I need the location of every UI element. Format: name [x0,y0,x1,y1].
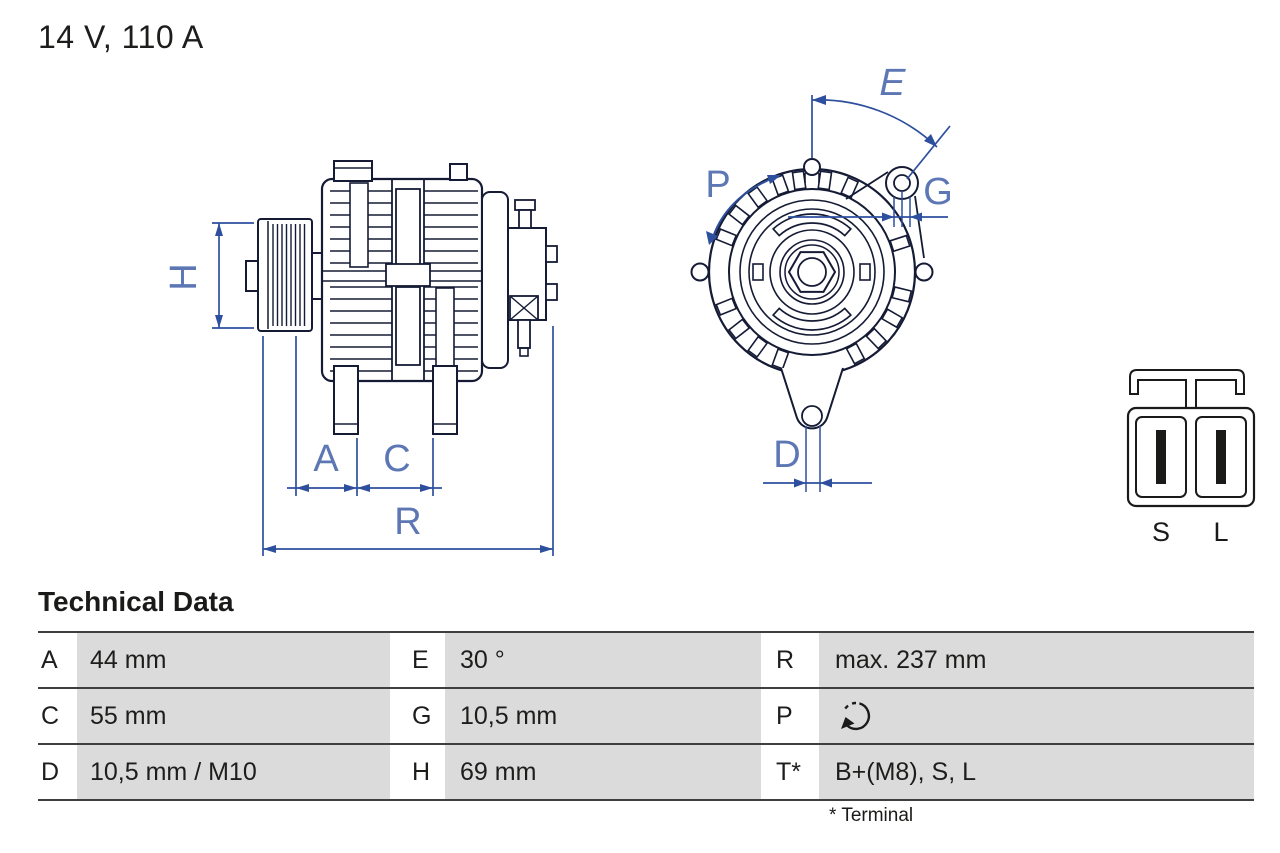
spec-label: E [390,633,445,687]
terminal-footnote: * Terminal [829,805,914,826]
spec-label: R [761,633,819,687]
technical-data-table: A 44 mm E 30 ° R max. 237 mm C 55 mm G 1… [38,631,1254,801]
shaft-hex-nut [787,251,837,293]
spec-label: T* [761,745,819,799]
dim-label-P: P [705,164,730,206]
spec-label: A [38,633,77,687]
connector-label-l: L [1213,517,1228,547]
spec-label: H [390,745,445,799]
spec-value: 30 ° [445,633,761,687]
alternator-front-view [690,158,934,430]
spec-value: max. 237 mm [819,633,1254,687]
pulley [257,218,313,332]
technical-drawing: H A C R [163,61,1256,556]
spec-value: 44 mm [77,633,390,687]
spec-value: 10,5 mm [445,689,761,743]
connector-pin-l [1216,430,1226,484]
dim-label-R: R [394,501,421,543]
table-row: D 10,5 mm / M10 H 69 mm T* B+(M8), S, L [38,745,1254,801]
rotation-direction-icon [841,701,871,731]
dim-label-D: D [773,434,800,476]
b-plus-terminal-stud [514,199,536,211]
spec-value: 55 mm [77,689,390,743]
connector-pin-s [1156,430,1166,484]
dim-label-H: H [163,263,205,290]
spec-label: C [38,689,77,743]
spec-label: P [761,689,819,743]
alternator-side-view [245,160,558,435]
bottom-mounting-lug [780,367,844,430]
dim-label-A: A [313,438,339,480]
dim-label-E: E [875,61,909,104]
spec-value: B+(M8), S, L [819,745,1254,799]
table-row: C 55 mm G 10,5 mm P [38,689,1254,745]
plug-connector-diagram: S L [1126,369,1256,547]
spec-value-rotation [819,689,1254,743]
mounting-feet [333,365,458,435]
spec-value: 69 mm [445,745,761,799]
vent-slots [715,170,913,370]
side-view-dimensions: H A C R [163,222,554,556]
spec-label: D [38,745,77,799]
dim-label-C: C [383,438,410,480]
dim-label-G: G [923,171,953,213]
technical-data-heading: Technical Data [38,586,234,617]
spec-value: 10,5 mm / M10 [77,745,390,799]
spec-label: G [390,689,445,743]
table-row: A 44 mm E 30 ° R max. 237 mm [38,633,1254,689]
connector-label-s: S [1152,517,1170,547]
product-spec-title: 14 V, 110 A [38,19,204,55]
connector-clip [1129,369,1245,411]
